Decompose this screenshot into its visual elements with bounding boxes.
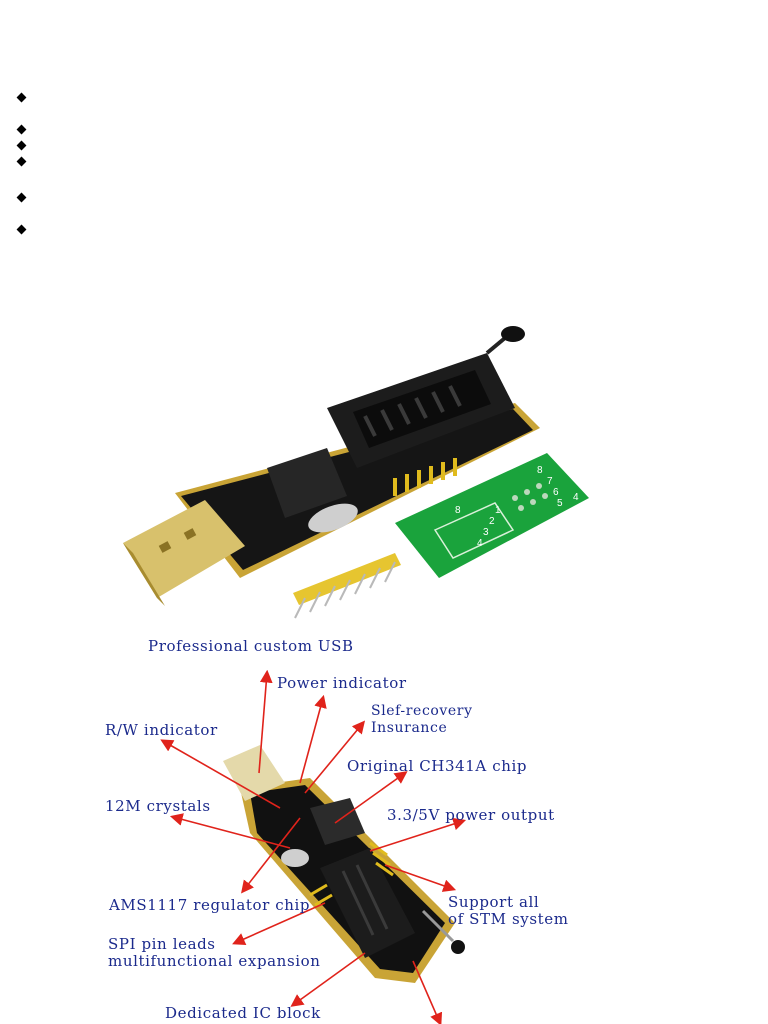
label-ch341a-chip: Original CH341A chip [347, 757, 528, 775]
bullet-marker [16, 92, 27, 103]
crystal [308, 503, 358, 533]
programmer-photo-illustration: 8 7 6 5 1 2 3 4 1 4 8 [123, 326, 589, 619]
label-support-line2: of STM system [448, 910, 569, 928]
label-ic-block: Dedicated IC block [165, 1004, 321, 1022]
label-usb: Professional custom USB [148, 637, 354, 655]
zif-socket [327, 326, 525, 468]
silk-digit: 3 [483, 527, 489, 538]
bullet-marker [16, 192, 27, 203]
diagram-board [223, 745, 465, 983]
label-recovery-line2: Insurance [371, 720, 448, 736]
silk-digit: 1 [495, 505, 501, 516]
bullet-marker [16, 124, 27, 135]
label-power-indicator: Power indicator [277, 674, 407, 692]
bullet-marker [16, 224, 27, 235]
silk-digit: 5 [557, 498, 563, 509]
silk-digit: 7 [547, 476, 553, 487]
label-crystals: 12M crystals [105, 797, 211, 815]
silk-digit: 6 [553, 487, 559, 498]
diagram-illustration [160, 669, 467, 1024]
label-spi: SPI pin leads multifunctional expansion [108, 936, 321, 970]
label-spi-line1: SPI pin leads [108, 935, 216, 953]
programmer-board [175, 403, 540, 578]
usb-plug [123, 500, 245, 606]
label-spi-line2: multifunctional expansion [108, 952, 321, 970]
bullet-marker [16, 140, 27, 151]
annotated-diagram: Professional custom USB Power indicator … [95, 633, 593, 1024]
loose-pin-header [293, 553, 401, 619]
silk-digit: 4 [573, 492, 579, 503]
label-power-output: 3.3/5V power output [387, 806, 555, 824]
label-rw-indicator: R/W indicator [105, 721, 218, 739]
label-recovery-line1: Slef-recovery [371, 703, 473, 719]
silk-digit: 1 [413, 562, 419, 573]
ch341a-chip [267, 448, 347, 518]
label-support-line1: Support all [448, 893, 540, 911]
sop-adapter-board [395, 453, 589, 578]
silk-digit: 2 [489, 516, 495, 527]
silk-digit: 8 [537, 465, 543, 476]
silk-digit: 8 [455, 505, 461, 516]
silk-digit: 4 [477, 538, 483, 549]
label-ams1117: AMS1117 regulator chip [109, 896, 311, 914]
header-pins [393, 458, 457, 496]
annotation-arrows [160, 669, 467, 1024]
label-recovery: Slef-recovery Insurance [371, 703, 473, 737]
bullet-marker [16, 156, 27, 167]
product-photo: 8 7 6 5 1 2 3 4 1 4 8 [95, 308, 593, 633]
label-support: Support all of STM system [448, 894, 569, 928]
